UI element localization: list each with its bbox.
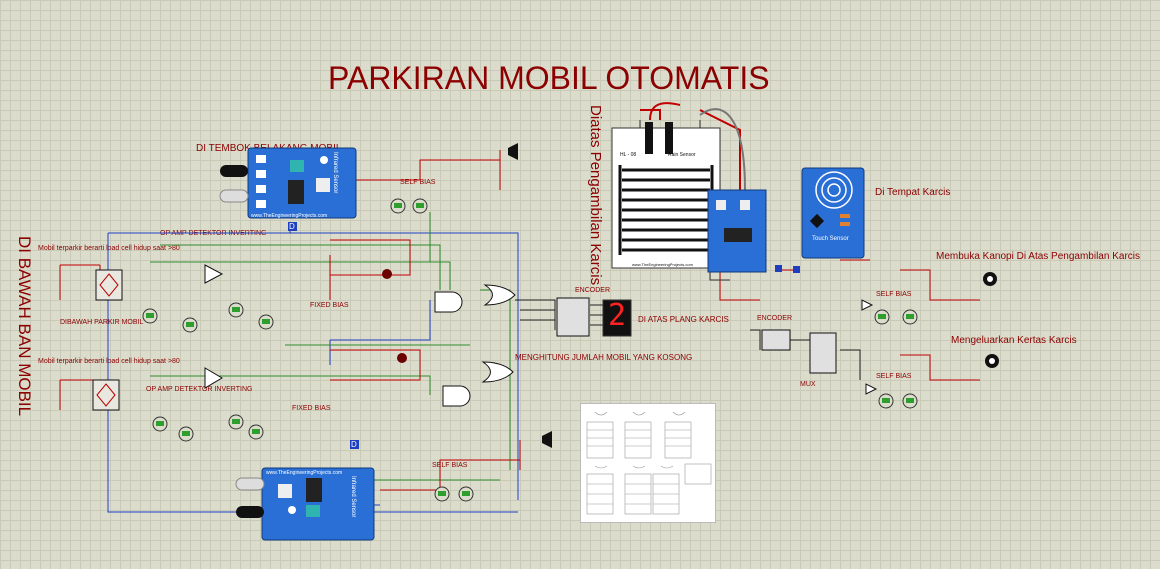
- label-self-bias-right-2: SELF BIAS: [876, 373, 912, 380]
- label-loadcell-note-bottom: Mobil terparkir berarti load cell hidup …: [38, 358, 180, 365]
- label-self-bias-bottom: SELF BIAS: [432, 462, 468, 469]
- label-canopy-open: Membuka Kanopi Di Atas Pengambilan Karci…: [936, 251, 1140, 262]
- ir-top-site: www.TheEngineeringProjects.com: [251, 213, 328, 219]
- ir-bottom-site: www.TheEngineeringProjects.com: [266, 470, 343, 476]
- label-count-empty: MENGHITUNG JUMLAH MOBIL YANG KOSONG: [515, 353, 693, 362]
- label-loadcell-note-top: Mobil terparkir berarti load cell hidup …: [38, 245, 180, 252]
- truth-table-panel: [580, 403, 716, 523]
- label-under-parking: DIBAWAH PARKIR MOBIL: [60, 319, 144, 326]
- label-encoder-2: ENCODER: [757, 315, 793, 322]
- label-rear-wall: DI TEMBOK BELAKANG MOBIL: [196, 143, 342, 154]
- ir-bottom-title: Infrared Sensor: [350, 476, 356, 518]
- label-above-ticket-text: Diatas Pengambilan Karcis: [587, 105, 604, 286]
- label-ticket-place: Di Tempat Karcis: [875, 187, 951, 198]
- label-under-car-text: DI BAWAH BAN MOBIL: [15, 236, 34, 417]
- display-digit: 2: [608, 298, 627, 333]
- ir-top-title: Infrared Sensor: [332, 152, 338, 194]
- rain-title: Rain Sensor: [668, 152, 696, 158]
- label-fixed-bias-bottom: FIXED BIAS: [292, 405, 331, 412]
- label-fixed-bias-top: FIXED BIAS: [310, 302, 349, 309]
- page-title: PARKIRAN MOBIL OTOMATIS: [328, 60, 770, 96]
- label-encoder-1: ENCODER: [575, 287, 611, 294]
- rain-site: www.TheEngineeringProjects.com: [632, 262, 693, 267]
- label-self-bias-right-1: SELF BIAS: [876, 291, 912, 298]
- label-opamp-detector: OP AMP DETEKTOR INVERTING: [160, 230, 267, 237]
- label-ticket-out: Mengeluarkan Kertas Karcis: [951, 335, 1077, 346]
- label-opamp-bottom: OP AMP DETEKTOR INVERTING: [146, 386, 253, 393]
- truth-table-graphics: [586, 411, 712, 515]
- label-self-bias-top: SELF BIAS: [400, 179, 436, 186]
- label-gate-display: DI ATAS PLANG KARCIS: [638, 315, 729, 324]
- touch-title: Touch Sensor: [812, 236, 849, 242]
- label-under-car: DI BAWAH BAN MOBIL: [8, 236, 38, 426]
- pin-marker-top: D: [289, 222, 295, 231]
- pin-marker-bottom: D: [351, 440, 357, 449]
- label-mux: MUX: [800, 381, 816, 388]
- rain-model: HL - 08: [620, 152, 637, 158]
